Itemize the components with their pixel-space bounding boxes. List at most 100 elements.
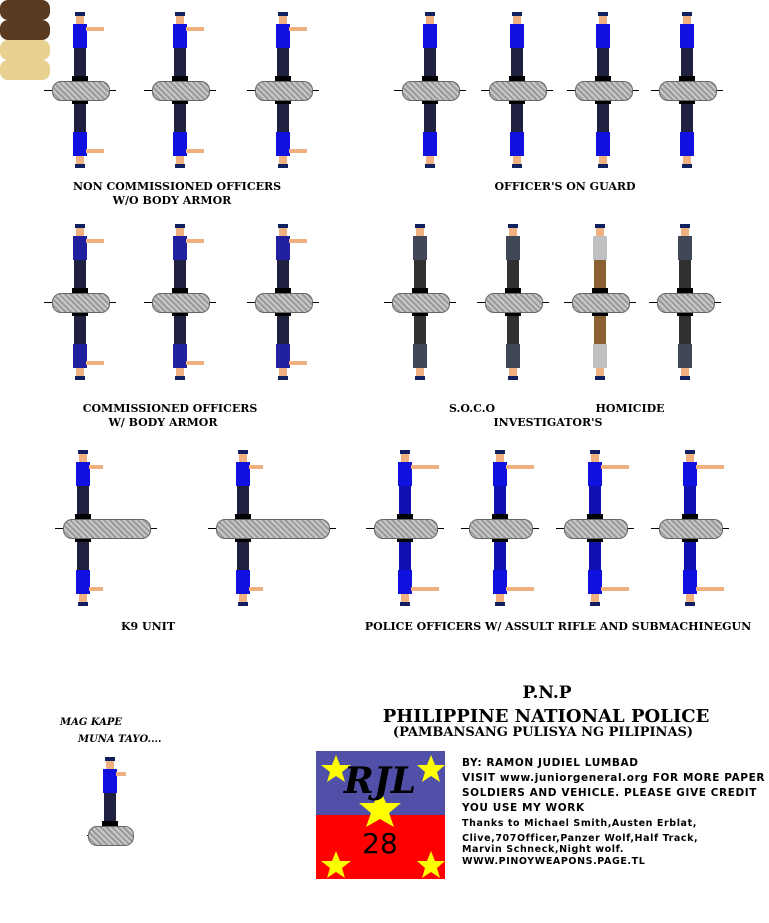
- head: [416, 368, 424, 376]
- legs: [237, 486, 249, 514]
- cap: [595, 376, 605, 380]
- torso: [73, 132, 87, 156]
- cap: [75, 376, 85, 380]
- logo-graphic: RJL 28: [316, 751, 445, 879]
- torso: [236, 570, 250, 594]
- boots: [595, 76, 611, 81]
- cap: [512, 164, 522, 168]
- arm: [506, 465, 534, 469]
- torso: [593, 236, 607, 260]
- head: [279, 368, 287, 376]
- torso: [683, 462, 697, 486]
- head: [509, 228, 517, 236]
- miniature-figure: [68, 310, 104, 380]
- arm: [289, 239, 307, 243]
- miniature-figure: [408, 310, 432, 380]
- legs: [399, 542, 411, 570]
- torso: [173, 24, 187, 48]
- torso: [678, 344, 692, 368]
- boots: [492, 514, 508, 519]
- caption-line2: MUNA TAYO....: [78, 734, 162, 745]
- cap: [78, 602, 88, 606]
- legs: [679, 260, 691, 288]
- boots: [72, 76, 88, 81]
- figure-base: [52, 293, 110, 313]
- legs: [414, 260, 426, 288]
- cap: [278, 164, 288, 168]
- head: [599, 16, 607, 24]
- legs: [74, 316, 86, 344]
- legs: [507, 316, 519, 344]
- miniature-figure: [408, 224, 432, 294]
- cap: [278, 224, 288, 228]
- rjl-logo: RJL 28: [316, 751, 445, 879]
- cap: [238, 602, 248, 606]
- torso: [398, 462, 412, 486]
- logo-letters: RJL: [343, 760, 416, 802]
- head: [279, 156, 287, 164]
- cap: [495, 450, 505, 454]
- head: [176, 16, 184, 24]
- head: [176, 368, 184, 376]
- boots: [102, 821, 118, 826]
- cap: [400, 602, 410, 606]
- arm: [289, 361, 307, 365]
- legs: [684, 542, 696, 570]
- cap: [425, 164, 435, 168]
- torso: [680, 132, 694, 156]
- torso: [596, 24, 610, 48]
- figure-base: [564, 519, 628, 539]
- nco-label: NON COMMISSIONED OFFICERS: [72, 180, 282, 193]
- torso: [678, 236, 692, 260]
- thanks-line: Thanks to Michael Smith,Austen Erblat,: [462, 818, 697, 829]
- cap: [415, 376, 425, 380]
- head: [79, 454, 87, 462]
- pnp-abbr: P.N.P: [522, 683, 572, 703]
- miniature-figure: [68, 224, 104, 294]
- head: [513, 156, 521, 164]
- boots: [275, 76, 291, 81]
- arm: [89, 587, 103, 591]
- credit-author: BY: RAMON JUDIEL LUMBAD: [462, 757, 639, 769]
- miniature-figure: [271, 12, 307, 82]
- cap: [105, 757, 115, 761]
- torso: [276, 132, 290, 156]
- miniature-figure: [71, 450, 103, 520]
- miniature-figure: [675, 12, 699, 82]
- head: [176, 156, 184, 164]
- cap: [278, 12, 288, 16]
- miniature-figure: [271, 98, 307, 168]
- head: [683, 16, 691, 24]
- arm: [289, 27, 307, 31]
- head: [596, 368, 604, 376]
- figure-base: [657, 293, 715, 313]
- miniature-figure: [588, 224, 612, 294]
- head: [426, 16, 434, 24]
- legs: [174, 104, 186, 132]
- arm: [696, 465, 724, 469]
- head: [279, 228, 287, 236]
- torso: [73, 24, 87, 48]
- boots: [235, 514, 251, 519]
- arm: [506, 587, 534, 591]
- legs: [277, 104, 289, 132]
- arm: [89, 465, 103, 469]
- head: [76, 368, 84, 376]
- rifle-label: POLICE OFFICERS W/ ASSULT RIFLE AND SUBM…: [364, 620, 752, 633]
- legs: [104, 793, 116, 821]
- legs: [681, 104, 693, 132]
- co-sublabel: W/ BODY ARMOR: [108, 416, 218, 429]
- figures-layer: [0, 0, 769, 846]
- cap: [680, 376, 690, 380]
- figure-base: [152, 81, 210, 101]
- miniature-figure: [418, 12, 442, 82]
- miniature-figure: [678, 450, 724, 520]
- miniature-figure: [583, 536, 629, 606]
- arm: [86, 361, 104, 365]
- torso: [493, 570, 507, 594]
- head: [76, 16, 84, 24]
- head: [686, 594, 694, 602]
- torso: [173, 344, 187, 368]
- credit-line: YOU USE MY WORK: [462, 802, 585, 814]
